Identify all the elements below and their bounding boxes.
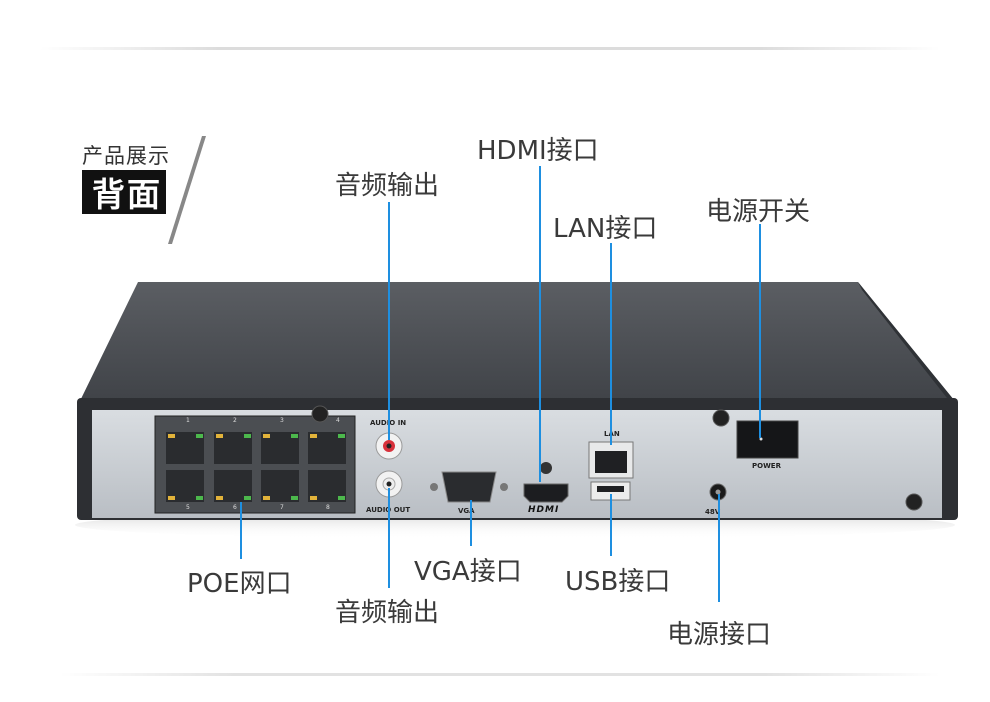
callout-line-usb [610, 494, 612, 556]
hdmi-logo-marking: HDMI [528, 505, 560, 515]
bottom-divider [60, 673, 940, 676]
callout-line-hdmi [539, 166, 541, 482]
device-top-lid [78, 282, 958, 405]
poe-port-number: 1 [186, 417, 190, 424]
vga-marking: VGA [458, 507, 475, 515]
callout-line-power-switch [759, 224, 761, 438]
label-vga: VGA接口 [414, 557, 522, 587]
callout-line-lan [610, 243, 612, 445]
hdmi-port [523, 483, 569, 503]
poe-port-number: 2 [233, 417, 237, 424]
dc-voltage-marking: 48V [705, 508, 721, 516]
callout-line-power-port [718, 494, 720, 602]
poe-port-number: 4 [336, 417, 340, 424]
poe-port-number: 3 [280, 417, 284, 424]
section-title: 背面 [92, 175, 162, 214]
label-audio-out-top: 音频输出 [335, 171, 440, 201]
screw-icon [311, 405, 329, 423]
title-background [82, 170, 166, 214]
poe-ports [166, 432, 346, 502]
section-subtitle: 产品展示 [82, 144, 170, 168]
poe-port-number: 7 [280, 504, 284, 511]
label-audio-out-bottom: 音频输出 [335, 598, 440, 628]
callout-line-vga [470, 500, 472, 546]
poe-port-number: 5 [186, 504, 190, 511]
title-slash-decoration [168, 136, 206, 244]
ground-screw-icon [905, 493, 923, 511]
power-marking: POWER [752, 462, 781, 470]
callout-line-poe [240, 502, 242, 559]
vga-port [441, 471, 497, 503]
power-switch [736, 420, 799, 459]
label-hdmi: HDMI接口 [477, 136, 599, 166]
label-power-switch: 电源开关 [706, 197, 811, 227]
screw-icon [712, 409, 730, 427]
top-divider [40, 47, 940, 50]
device-right-edge [858, 282, 958, 412]
callout-line-audio-bottom [388, 488, 390, 588]
poe-port-number: 8 [326, 504, 330, 511]
label-lan: LAN接口 [553, 214, 658, 244]
poe-port-number: 6 [233, 504, 237, 511]
callout-line-audio-top [388, 202, 390, 440]
label-usb: USB接口 [565, 567, 671, 597]
label-power-port: 电源接口 [667, 620, 772, 650]
lan-port [595, 451, 627, 473]
label-poe: POE网口 [187, 569, 292, 599]
